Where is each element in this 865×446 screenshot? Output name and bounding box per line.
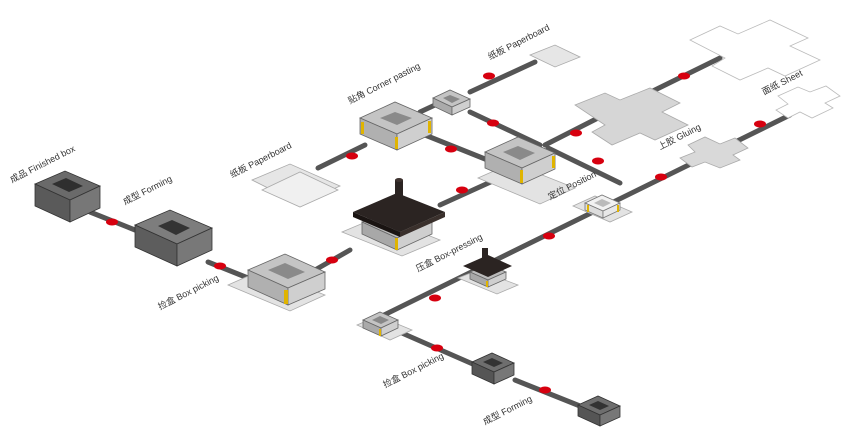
node-2 xyxy=(214,262,226,270)
node-15 xyxy=(429,294,441,302)
node-4 xyxy=(346,152,358,160)
node-9 xyxy=(570,129,582,137)
conveyor-small-to-paperboard2 xyxy=(467,59,538,95)
conveyor-position-down xyxy=(545,145,623,186)
box-pressing-machine xyxy=(353,178,445,251)
paperboard-sheet-2 xyxy=(529,44,581,68)
node-13 xyxy=(754,120,766,128)
label-box-picking-2: 捡盒 Box picking xyxy=(381,350,445,390)
label-box-picking-1: 捡盒 Box picking xyxy=(156,272,220,312)
top-outline-sheet xyxy=(689,19,821,81)
paperboard-sheet-1-flap xyxy=(261,171,339,208)
sheet-right xyxy=(775,85,841,119)
node-3 xyxy=(326,256,338,264)
box-picking-box-1 xyxy=(247,253,326,306)
node-11 xyxy=(678,72,690,80)
lower-press-machine xyxy=(463,248,512,288)
conveyor-small-to-position xyxy=(467,109,543,148)
node-16 xyxy=(431,344,443,352)
forming-box-1 xyxy=(134,209,213,267)
label-forming-1: 成型 Forming xyxy=(121,173,174,207)
position-box xyxy=(484,136,556,185)
node-14 xyxy=(543,232,555,240)
node-7 xyxy=(487,119,499,127)
node-12 xyxy=(655,173,667,181)
lower-forming-box-2 xyxy=(577,395,621,427)
gluing-small-sheet xyxy=(679,136,749,169)
label-corner-pasting: 贴角 Corner pasting xyxy=(346,60,422,106)
conveyor-corner-to-small xyxy=(417,102,438,115)
node-6 xyxy=(445,145,457,153)
sheets xyxy=(226,19,841,341)
lower-forming-box-1 xyxy=(471,352,515,385)
box-picking-box-2 xyxy=(362,311,399,337)
conveyor-nodes xyxy=(106,72,766,394)
conveyor-lower-branch-2 xyxy=(512,377,588,411)
position-small-box xyxy=(584,194,621,219)
label-forming-2: 成型 Forming xyxy=(481,393,534,427)
gluing-cross-sheet xyxy=(574,87,689,146)
conveyor-pressing-to-position xyxy=(437,177,498,208)
small-box-top xyxy=(432,89,471,116)
corner-pasting-box xyxy=(359,101,433,151)
press-rod xyxy=(395,180,403,204)
press-plate xyxy=(353,193,445,232)
conveyor-paperboard-to-corner xyxy=(315,142,368,171)
node-5 xyxy=(456,186,468,194)
node-17 xyxy=(539,386,551,394)
node-1 xyxy=(106,218,118,226)
node-8 xyxy=(483,72,495,80)
finished-box xyxy=(34,170,101,223)
node-10 xyxy=(592,157,604,165)
